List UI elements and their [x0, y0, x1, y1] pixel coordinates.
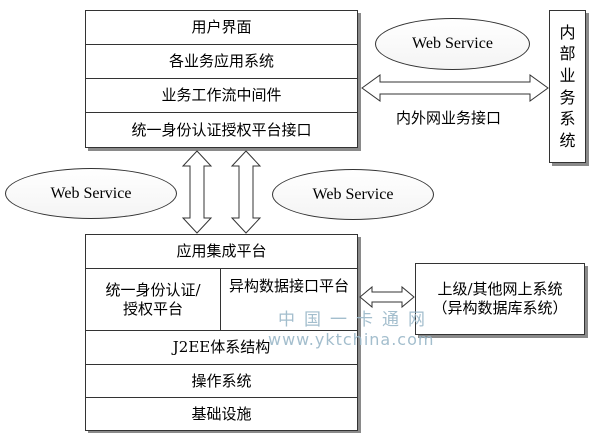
external-system-line1: 上级/其他网上系统	[437, 280, 563, 299]
integration-platform-layer: 应用集成平台	[85, 234, 358, 269]
watermark-brand: 中国一卡通网	[278, 310, 434, 330]
infrastructure-layer: 基础设施	[85, 397, 358, 431]
web-service-ellipse-left: Web Service	[5, 168, 177, 219]
external-system-box: 上级/其他网上系统 （异构数据库系统）	[415, 263, 585, 335]
double-arrow-external	[359, 285, 415, 309]
user-interface-layer: 用户界面	[85, 10, 358, 45]
double-arrow-vertical-left	[181, 150, 213, 234]
web-service-ellipse-right: Web Service	[272, 169, 434, 220]
watermark-url: www.yktchina.com	[268, 330, 435, 349]
internal-system-box	[549, 10, 586, 163]
double-arrow-internal	[361, 74, 549, 102]
double-arrow-vertical-right	[230, 150, 262, 234]
internal-system-label: 内部业务系统	[559, 22, 576, 150]
heterogeneous-interface-platform: 异构数据接口平台	[220, 268, 358, 331]
web-service-ellipse-top: Web Service	[375, 18, 530, 70]
workflow-middleware-layer: 业务工作流中间件	[85, 78, 358, 113]
unified-auth-platform: 统一身份认证/授权平台	[85, 268, 221, 331]
unified-auth-interface-layer: 统一身份认证授权平台接口	[85, 112, 358, 148]
external-system-line2: （异构数据库系统）	[432, 299, 568, 317]
internal-external-interface-label: 内外网业务接口	[396, 109, 502, 127]
